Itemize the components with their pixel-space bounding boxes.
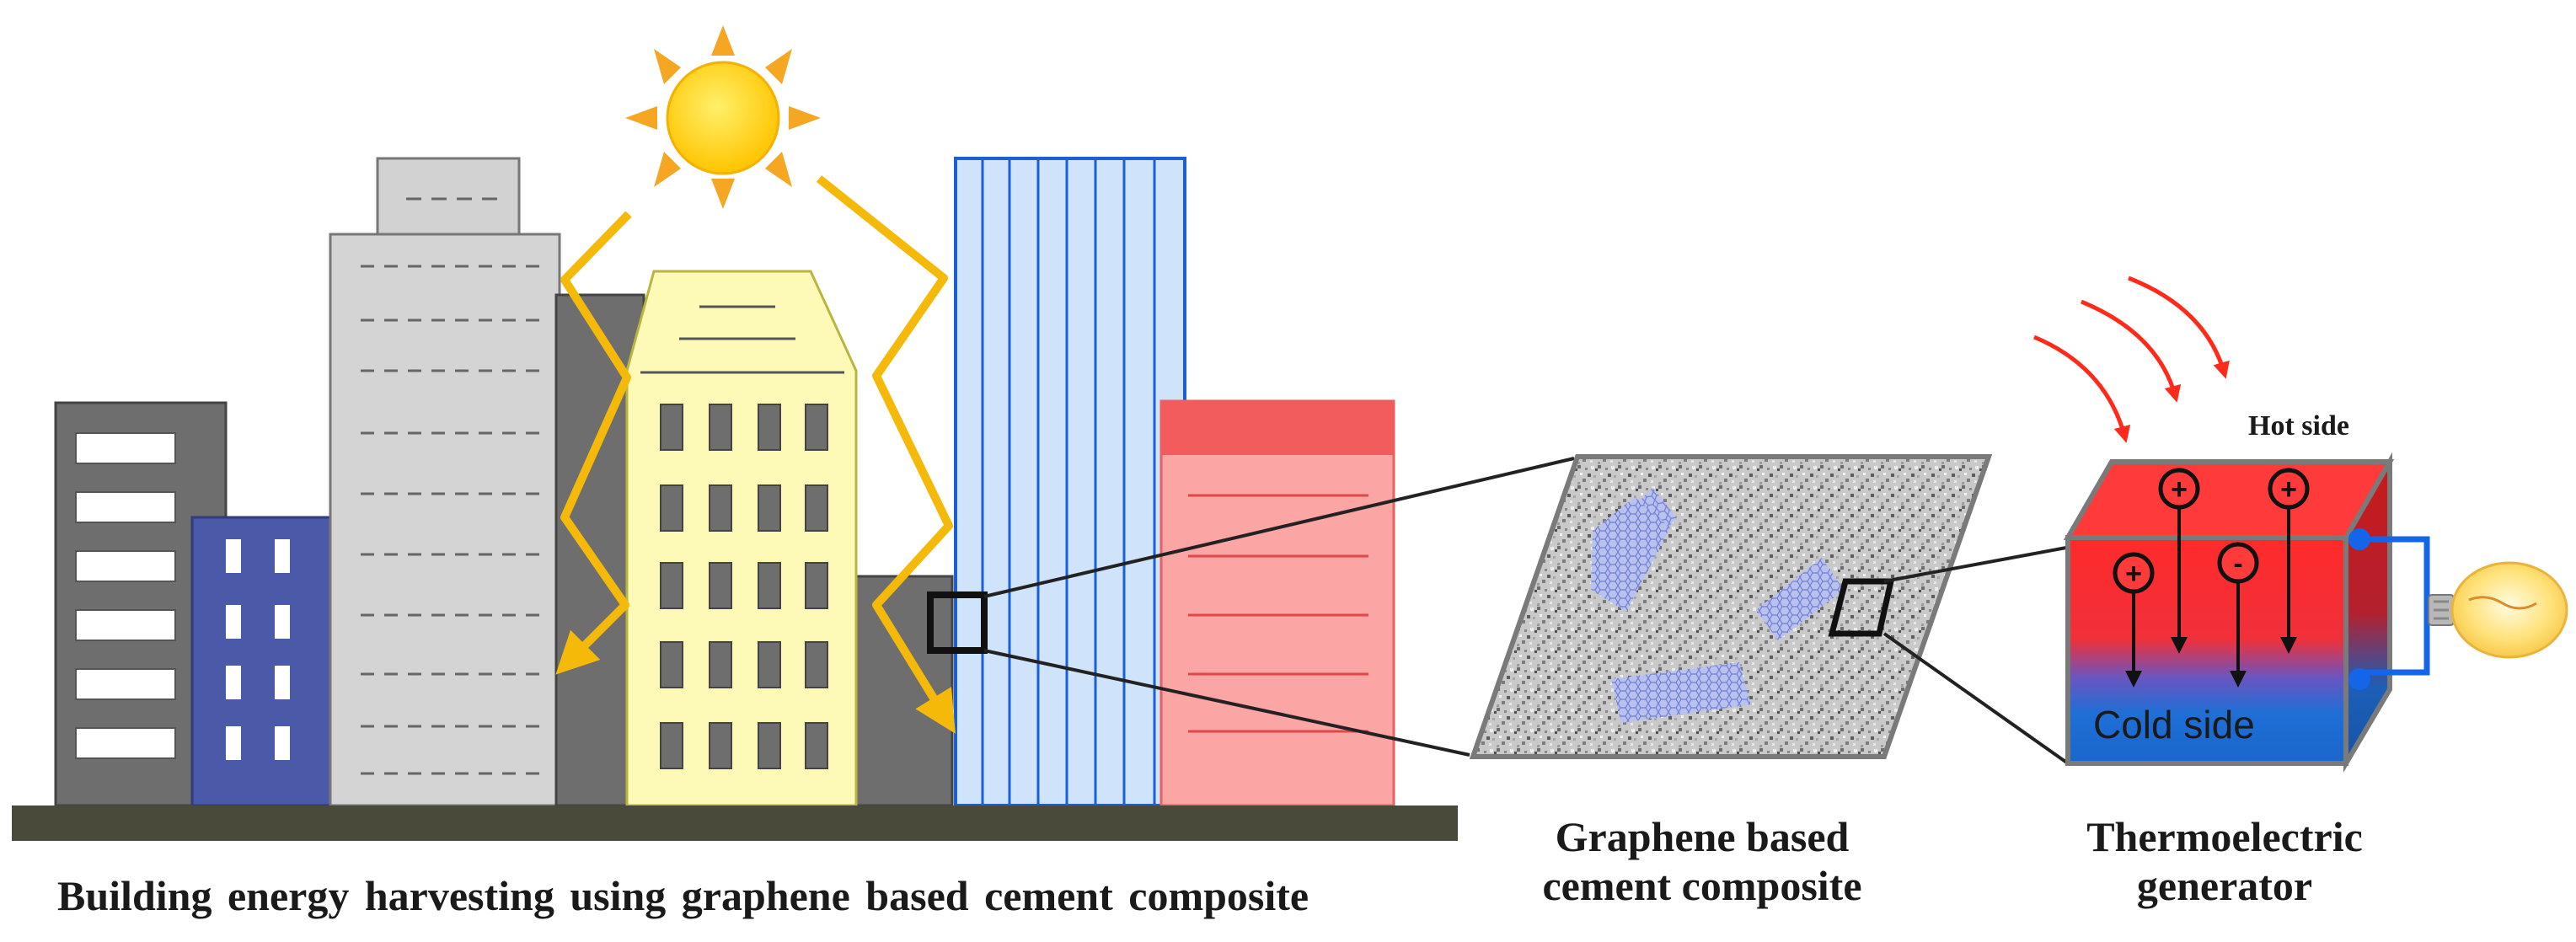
light-bulb-icon [2428, 561, 2568, 659]
charge-carrier: - [2217, 542, 2259, 688]
zoom-source-square [927, 591, 988, 654]
thermoelectric-generator: + + + - [2063, 452, 2568, 773]
graphene-cement-composite [1469, 454, 2070, 765]
svg-text:+: + [2280, 474, 2297, 506]
svg-text:+: + [2125, 558, 2142, 590]
graphene-flake [1591, 487, 1844, 723]
charge-carrier: + [2158, 468, 2200, 654]
glass-tower [954, 157, 1186, 807]
graphene-caption-line2: cement composite [1542, 861, 1862, 909]
graphene-caption-line1: Graphene based [1555, 813, 1850, 860]
pink-building [1159, 399, 1395, 807]
teg-caption-line1: Thermoelectric [2086, 813, 2363, 860]
svg-text:+: + [2171, 474, 2188, 506]
graphene-caption: Graphene based cement composite [1517, 813, 1888, 910]
zoom-callout [927, 457, 1575, 757]
grey-tower [329, 157, 561, 807]
heat-arrows [2033, 276, 2230, 443]
charge-carrier: + [2113, 552, 2155, 688]
svg-text:-: - [2233, 548, 2242, 580]
charge-carrier: + [2268, 468, 2310, 654]
teg-caption: Thermoelectric generator [2056, 813, 2393, 910]
sunlight-rays [555, 175, 956, 734]
sun-icon [625, 25, 821, 209]
ground [12, 806, 1458, 841]
charge-carriers: + + + - [2113, 468, 2310, 688]
blue-building [190, 516, 334, 807]
building-caption: Building energy harvesting using graphen… [57, 872, 1309, 919]
cold-side-label: Cold side [2093, 703, 2255, 747]
dark-grey-block-right [849, 575, 954, 807]
yellow-building [625, 270, 858, 807]
teg-caption-line2: generator [2136, 861, 2313, 909]
hot-side-label: Hot side [2248, 410, 2349, 442]
zoom-target-square [1828, 578, 1895, 637]
cityscape [12, 157, 1458, 841]
